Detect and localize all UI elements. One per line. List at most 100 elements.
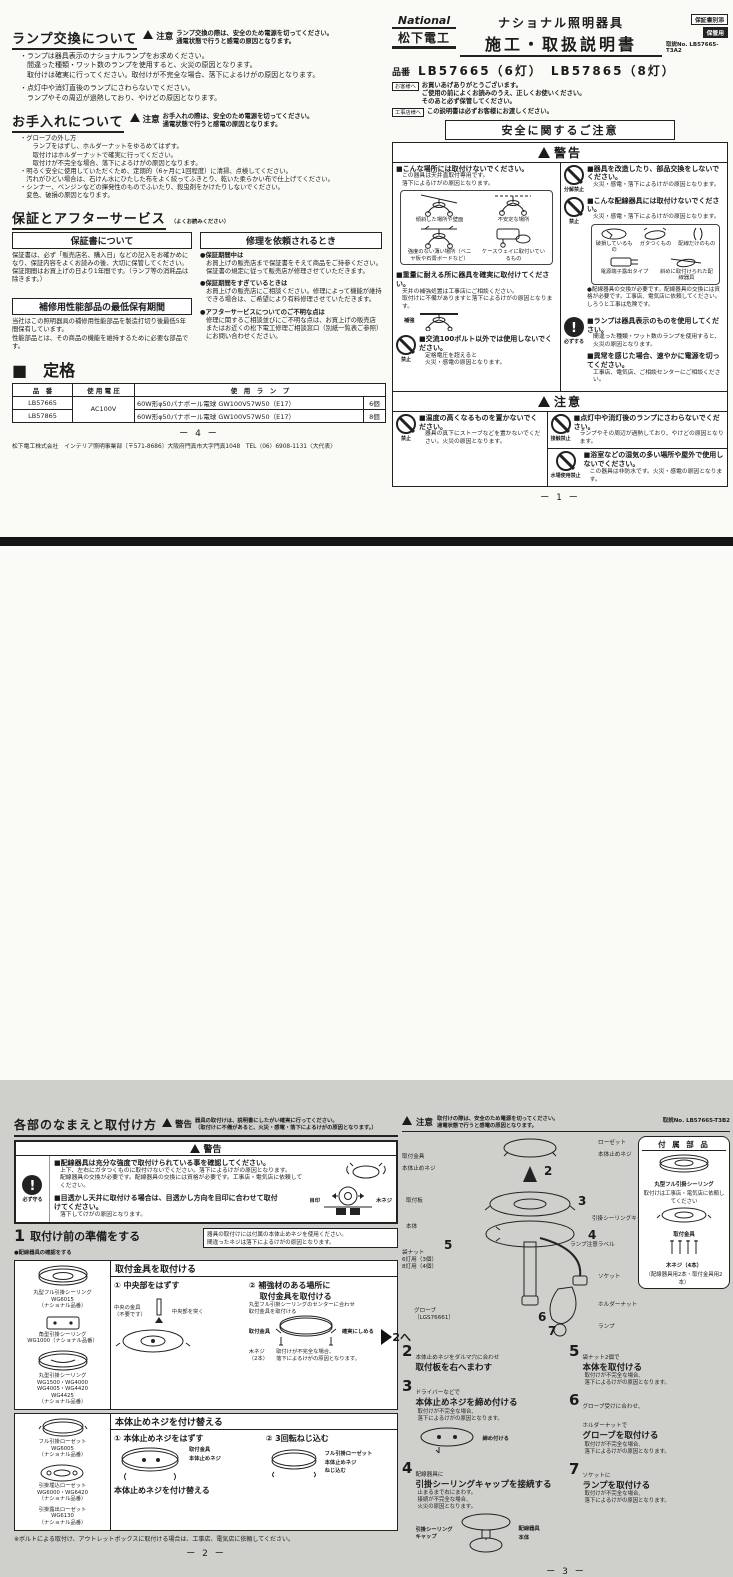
part-label: ランプ注意ラベル bbox=[570, 1242, 615, 1249]
mount-bracket-table: 丸型フル引掛シーリング WG6015 （ナショナル品番） 角型引掛シーリング W… bbox=[14, 1259, 411, 1411]
warning-item: ■こんな場所には取付けないでください。 この器具は天井直取付専用です。 落下によ… bbox=[396, 165, 557, 268]
prohibition-icon bbox=[396, 413, 416, 434]
page-number: ー 2 ー bbox=[186, 1548, 226, 1559]
parts-section-title: 各部のなまえと取付け方 bbox=[14, 1118, 158, 1132]
installation-warning-box: 警告 必ず守る ■配線器具は充分な強度で取付けられている事を確認してください。 … bbox=[14, 1140, 398, 1225]
page-number: ー 3 ー bbox=[546, 1566, 586, 1577]
warning-triangle-icon bbox=[537, 395, 550, 407]
mandatory-icon bbox=[22, 1175, 43, 1196]
page3-header: 注意 取付けの際は、安全のため電源を切ってください。 通電状態で行うと感電の原因… bbox=[402, 1116, 730, 1133]
warning-triangle-icon bbox=[537, 146, 550, 158]
raceway-sketch bbox=[496, 228, 531, 248]
care-caution-note: 注意 お手入れの際は、安全のため電源を切ってください。 通電状態で行うと感電の原… bbox=[129, 113, 313, 129]
step-number-callout: 2 bbox=[544, 1164, 553, 1179]
prohibition-icon-cell: 禁止 bbox=[396, 413, 416, 484]
step-number-callout: 5 bbox=[444, 1238, 453, 1253]
warning-triangle-icon bbox=[129, 113, 140, 123]
part-label: 袋ナット 6灯用（3個） 8灯用（4個） bbox=[402, 1250, 438, 1270]
warning-item: 禁止 ■交流100ボルト以外では使用しないでください。 定格電圧を超えると 火災… bbox=[396, 335, 557, 368]
warning-triangle-icon bbox=[143, 30, 154, 39]
parts-section-header: 各部のなまえと取付け方 警告 器具の取付けは、説明書にしたがい確実に行ってくださ… bbox=[14, 1116, 398, 1137]
part-label: 取付板 bbox=[406, 1198, 423, 1205]
warranty-attached-badge: 保証書別添 bbox=[691, 14, 728, 25]
warning-item: 分解禁止 ■器具を改造したり、部品交換をしないでください。 火災・感電・落下によ… bbox=[564, 164, 720, 193]
mount-bracket-sketch bbox=[656, 1207, 712, 1223]
wires-only-sketch bbox=[693, 227, 703, 240]
header-badges: 保証書別添 保管用 取説No. LB57665-T3A2 bbox=[666, 14, 728, 57]
warranty-left-column: 保証書について 保証書は、必ず「販売店名、購入日」などの記入をお確かめになり、保… bbox=[12, 231, 192, 351]
no-wet-location-icon bbox=[555, 451, 576, 472]
sketch-item: 配線だけのもの bbox=[678, 227, 716, 254]
part-label: ローゼット bbox=[598, 1140, 626, 1147]
alignment-sketch: 目印 木ネジ bbox=[309, 1184, 392, 1218]
list-item: 丸型引掛シーリング WG1500・WG4000 WG4005・WG4420 WG… bbox=[36, 1349, 90, 1406]
prohibition-icon bbox=[564, 196, 584, 217]
sketch-item: 斜めに取付けられた配線器具 bbox=[658, 255, 715, 282]
install-step: 2 本体止めネジをダルマ穴に合わせ 取付板を右へまわす bbox=[402, 1342, 500, 1374]
center-pin-sketch bbox=[154, 1298, 163, 1323]
screw-in-sketch bbox=[271, 1449, 317, 1478]
warranty-right-column: 修理を依頼されるとき ●保証期間中は お買上げの販売店まで保証書をそえて商品をご… bbox=[200, 231, 382, 351]
part-label: 本体 bbox=[406, 1224, 418, 1231]
warning-item: 禁止 ■こんな配線器具には取付けないでください。 火災・感電・落下によるけがの原… bbox=[564, 196, 724, 313]
cracked-outlet-sketch bbox=[601, 228, 627, 240]
list-item: 引掛埋込ローゼット WG6000・WG6420 （ナショナル品番） bbox=[37, 1463, 88, 1503]
cap-connect-sketch bbox=[461, 1513, 511, 1553]
part-label: ソケット bbox=[598, 1274, 621, 1281]
keep-badge: 保管用 bbox=[702, 27, 728, 38]
mandatory-icon-cell: 必ずする bbox=[564, 316, 584, 385]
install-step: 5 袋ナット2個で 本体を取付ける 取付けが不完全な場合、 落下によるけがの原因… bbox=[569, 1342, 670, 1387]
part-label: ホルダーナット bbox=[598, 1302, 638, 1309]
mandatory-icon-cell: 必ず守る bbox=[16, 1156, 50, 1223]
embedded-rosette-sketch bbox=[40, 1464, 84, 1482]
substep-1: ① 本体止めネジをはずす 取付金具 本体止めネジ 本体止めネジを付け替える bbox=[114, 1434, 221, 1496]
repair-item: ●保証期間をすぎているときは お買上げの販売店にご相談ください。修理によって機能… bbox=[200, 280, 382, 304]
outlet-check-label: ●配線器具の確認をする bbox=[14, 1250, 72, 1257]
page-number: ー 4 ー bbox=[179, 428, 219, 439]
page-number: ー 1 ー bbox=[540, 493, 580, 504]
part-label: 本体止めネジ bbox=[598, 1152, 632, 1159]
lamp-bullet-1: ・ランプは器具表示のナショナルランプをお求めください。 間違った種類・ワット数の… bbox=[20, 52, 320, 79]
manual-scan: { "p4": { "lamp": { "title": "ランプ交換について"… bbox=[0, 0, 733, 1080]
rating-table: 品 番 使 用 電 圧 使 用 ラ ン プ LB57665 AC100V 60W… bbox=[12, 382, 386, 423]
ceiling-outlet-sketch bbox=[659, 1154, 709, 1173]
install-steps: 2 本体止めネジをダルマ穴に合わせ 取付板を右へまわす 3 ドライバーなどで 本… bbox=[402, 1344, 730, 1561]
company-footer: 松下電工株式会社 インテリア照明事業部〔〒571-8686〕大阪府門真市大字門真… bbox=[12, 443, 336, 450]
warning-item: 必ずする ■ランプは器具表示のものを使用してください。 間違った種類・ワット数の… bbox=[564, 316, 724, 385]
table-row: LB57865 60W形φ50パナボール電球 GW100V57W50（E17） … bbox=[12, 408, 386, 423]
substep-1: ① 中央部をはずす 中央の金具 （不要です） 中央部を突く bbox=[114, 1280, 243, 1362]
unstable-place-sketch bbox=[495, 195, 532, 217]
part-label: 本体止めネジ bbox=[402, 1166, 436, 1173]
install-step: 6 グローブ受けに合わせ、 ホルダーナットで グローブを取付ける 取付けが不完全… bbox=[569, 1391, 670, 1455]
lamp-caution-note: 注意 ランプ交換の際は、安全のため電源を切ってください。 通電状態で行うと感電の… bbox=[143, 30, 333, 46]
wood-screws-sketch bbox=[670, 1240, 698, 1255]
caution-item: 禁止 ■温度の高くなるものを置かないでください。 器具の真下にストーブなどを置か… bbox=[393, 412, 547, 486]
bad-outlet-sketches: 破損しているもの ガタつくもの 配線だけのもの bbox=[591, 223, 720, 285]
ceiling-align-sketch bbox=[324, 1186, 373, 1216]
round-full-ceiling-sketch bbox=[38, 1265, 87, 1286]
square-ceiling-sketch bbox=[46, 1316, 79, 1330]
mandatory-icon bbox=[564, 316, 584, 337]
page-3: 注意 取付けの際は、安全のため電源を切ってください。 通電状態で行うと感電の原因… bbox=[402, 1116, 730, 1577]
step-number-callout: 4 bbox=[588, 1228, 597, 1243]
no-disassembly-icon-cell: 分解禁止 bbox=[564, 164, 584, 193]
doc-number: 取説No. LB57665-T3A2 bbox=[666, 42, 719, 54]
bottom-scan-sheet: 各部のなまえと取付け方 警告 器具の取付けは、説明書にしたがい確実に行ってくださ… bbox=[0, 546, 733, 1577]
install-step: 3 ドライバーなどで 本体止めネジを締め付ける 取付けが不完全な場合、 落下によ… bbox=[402, 1379, 563, 1454]
list-item: 丸型フル引掛シーリング WG6015 （ナショナル品番） bbox=[33, 1264, 92, 1310]
outlet-top-sketch bbox=[115, 1329, 191, 1353]
outlet-replacement-note: ●配線器具の交換が必要です。配線器具の交換には資格が必要です。工事店、電気店に依… bbox=[587, 286, 721, 308]
rosette-list: フル引掛ローゼット WG6005 （ナショナル品番） 引掛埋込ローゼット WG6… bbox=[15, 1414, 111, 1530]
warning-triangle-icon bbox=[190, 1144, 201, 1153]
body-screw-table: フル引掛ローゼット WG6005 （ナショナル品番） 引掛埋込ローゼット WG6… bbox=[14, 1413, 398, 1531]
substep-2: ② 3回転ねじ込む フル引掛ローゼット 本体止めネジ ねじ込む bbox=[266, 1433, 394, 1496]
model-number-line: 品番 LB57665（6灯） LB57865（8灯） bbox=[392, 64, 676, 78]
top-scan-sheet: ランプ交換について 注意 ランプ交換の際は、安全のため電源を切ってください。 通… bbox=[0, 0, 733, 537]
warning-item: ■重量に耐える所に器具を確実に取付けてください。 天井の補強処置は工事店にご相談… bbox=[396, 271, 557, 332]
round-ceiling-sketch bbox=[38, 1350, 87, 1371]
page-4: ランプ交換について 注意 ランプ交換の際は、安全のため電源を切ってください。 通… bbox=[12, 28, 386, 450]
bracket-mount-sketch bbox=[275, 1315, 337, 1346]
scan-divider bbox=[0, 537, 733, 546]
lamp-section-title: ランプ交換について bbox=[12, 28, 138, 50]
page-1: National 松下電工 ナショナル照明器具 施工・取扱説明書 保証書別添 保… bbox=[392, 14, 728, 503]
